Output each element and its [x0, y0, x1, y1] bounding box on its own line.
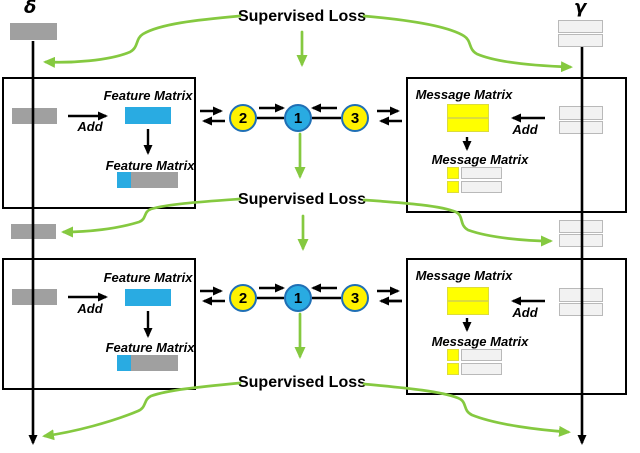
- add-label: Add: [512, 305, 538, 320]
- gamma-embedding-stack-row1: [559, 106, 603, 134]
- message-matrix-concat-block: [447, 167, 502, 193]
- matrix-cell: [447, 301, 489, 315]
- loss-curve-bottom-left: [42, 381, 242, 441]
- loss-curve-top-right: [362, 14, 573, 73]
- matrix-cell: [131, 172, 178, 188]
- matrix-cell: [117, 355, 131, 371]
- feature-matrix-label: Feature Matrix: [103, 270, 193, 285]
- message-update-box-row2: [406, 258, 627, 395]
- message-matrix-label: Message Matrix: [431, 152, 529, 167]
- delta-embedding-bar-row1: [12, 108, 57, 124]
- gamma-embedding-stack-top: [558, 20, 603, 47]
- message-matrix-block: [447, 287, 489, 315]
- feature-matrix-concat-block: [117, 355, 178, 371]
- add-label: Add: [77, 119, 103, 134]
- add-label: Add: [77, 301, 103, 316]
- matrix-cell: [447, 167, 459, 179]
- delta-embedding-bar-top: [10, 23, 57, 40]
- graph-node-3-row2: 3: [341, 284, 369, 312]
- matrix-cell: [461, 349, 502, 361]
- message-matrix-label: Message Matrix: [415, 268, 513, 283]
- matrix-cell: [447, 287, 489, 301]
- matrix-cell: [558, 20, 603, 33]
- message-matrix-concat-block: [447, 349, 502, 375]
- matrix-cell: [559, 288, 603, 302]
- gamma-embedding-stack-middle: [559, 220, 603, 247]
- matrix-cell: [559, 302, 603, 316]
- delta-embedding-bar-row2: [12, 289, 57, 305]
- matrix-cell: [447, 349, 459, 361]
- feature-matrix-block: [125, 107, 171, 124]
- feature-matrix-block: [125, 289, 171, 306]
- gamma-symbol: γ: [574, 0, 587, 18]
- matrix-cell: [559, 106, 603, 120]
- feature-update-box-row1: [2, 77, 196, 209]
- supervised-loss-bottom: Supervised Loss: [237, 374, 367, 391]
- matrix-cell: [447, 118, 489, 132]
- gamma-embedding-stack-row2: [559, 288, 603, 316]
- matrix-cell: [559, 220, 603, 233]
- message-matrix-label: Message Matrix: [415, 87, 513, 102]
- message-matrix-block: [447, 104, 489, 132]
- feature-matrix-label: Feature Matrix: [103, 88, 193, 103]
- graph-node-3-row1: 3: [341, 104, 369, 132]
- message-update-box-row1: [406, 77, 627, 213]
- matrix-cell: [461, 181, 502, 193]
- loss-curve-top-left: [43, 14, 242, 68]
- matrix-cell: [117, 172, 131, 188]
- matrix-cell: [461, 167, 502, 179]
- graph-node-1-row2: 1: [284, 284, 312, 312]
- matrix-cell: [559, 234, 603, 247]
- matrix-cell: [447, 181, 459, 193]
- matrix-cell: [131, 355, 178, 371]
- matrix-cell: [447, 104, 489, 118]
- supervised-loss-middle: Supervised Loss: [237, 191, 367, 208]
- delta-embedding-bar-middle: [11, 224, 56, 239]
- matrix-cell: [447, 363, 459, 375]
- feature-matrix-concat-block: [117, 172, 178, 188]
- matrix-cell: [559, 120, 603, 134]
- feature-matrix-label: Feature Matrix: [105, 340, 195, 355]
- delta-symbol: δ: [24, 0, 37, 18]
- graph-node-2-row1: 2: [229, 104, 257, 132]
- matrix-cell: [461, 363, 502, 375]
- graph-node-1-row1: 1: [284, 104, 312, 132]
- feature-matrix-label: Feature Matrix: [105, 158, 195, 173]
- message-matrix-label: Message Matrix: [431, 334, 529, 349]
- graph-node-2-row2: 2: [229, 284, 257, 312]
- matrix-cell: [558, 34, 603, 47]
- supervised-loss-top: Supervised Loss: [237, 8, 367, 25]
- add-label: Add: [512, 122, 538, 137]
